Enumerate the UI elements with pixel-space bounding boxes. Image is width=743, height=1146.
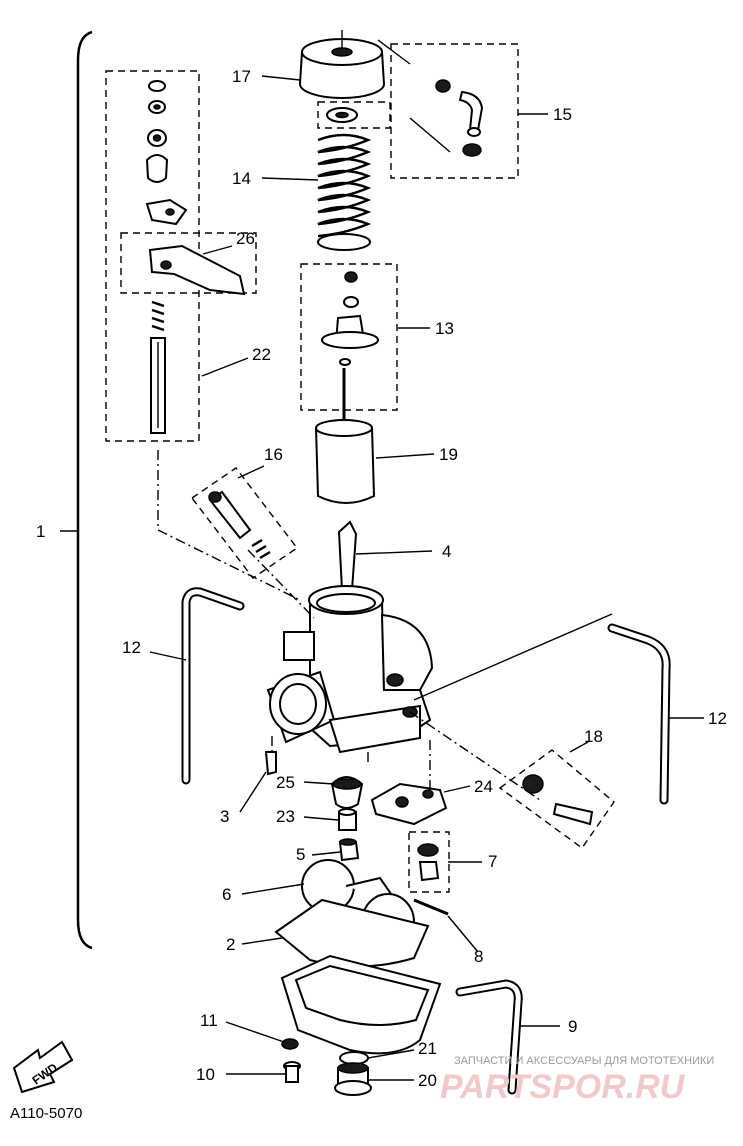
callout-6: 6 bbox=[222, 885, 231, 904]
callout-5: 5 bbox=[296, 845, 305, 864]
callout-17: 17 bbox=[232, 67, 251, 86]
callout-22: 22 bbox=[252, 345, 271, 364]
callout-13: 13 bbox=[435, 319, 454, 338]
diagram-code: A110-5070 bbox=[10, 1105, 82, 1122]
forward-arrow-icon: FWD bbox=[12, 1040, 74, 1094]
oring-part-21 bbox=[339, 1051, 369, 1065]
lever-part-26 bbox=[148, 244, 246, 296]
tube-part-12-left bbox=[181, 587, 245, 785]
callout-26: 26 bbox=[236, 229, 255, 248]
callout-20: 20 bbox=[418, 1071, 437, 1090]
callout-2-upper: 2 bbox=[226, 935, 235, 954]
seal-ring bbox=[326, 107, 358, 123]
assembly-bracket bbox=[76, 30, 93, 950]
valve-seat-part-25 bbox=[330, 776, 364, 809]
needle-part-13 bbox=[321, 271, 379, 445]
align-line-a bbox=[157, 450, 301, 601]
callout-11: 11 bbox=[200, 1011, 218, 1030]
callout-10: 10 bbox=[196, 1065, 215, 1084]
group-box-16 bbox=[190, 467, 299, 579]
needle-jet-part-4 bbox=[337, 520, 358, 591]
tube-part-12-right bbox=[607, 623, 671, 805]
callout-23: 23 bbox=[276, 807, 295, 826]
callout-8: 8 bbox=[474, 947, 483, 966]
spring-part-14 bbox=[317, 133, 372, 251]
callout-3: 3 bbox=[220, 807, 229, 826]
float-bowl bbox=[280, 954, 442, 1055]
callout-14: 14 bbox=[232, 169, 251, 188]
callout-1: 1 bbox=[36, 522, 45, 541]
watermark-brand: PARTSPOR.RU bbox=[440, 1068, 686, 1106]
pin-part-8 bbox=[413, 898, 449, 916]
callout-leaders bbox=[60, 75, 704, 1081]
jet-part-7 bbox=[417, 843, 440, 882]
group-box-13 bbox=[300, 263, 398, 411]
callout-25: 25 bbox=[276, 773, 295, 792]
group-box-17-seal bbox=[317, 101, 391, 129]
screw-part-10 bbox=[283, 1061, 301, 1083]
jet-part-23 bbox=[338, 808, 357, 831]
callout-15: 15 bbox=[553, 105, 572, 124]
throttle-slide-part-19 bbox=[314, 419, 376, 504]
screw-part-3 bbox=[264, 751, 277, 776]
callout-18: 18 bbox=[584, 727, 603, 746]
watermark-tagline: ЗАПЧАСТИ И АКСЕССУАРЫ ДЛЯ МОТОТЕХНИКИ bbox=[454, 1055, 714, 1067]
callout-19: 19 bbox=[439, 445, 458, 464]
cap-part-17 bbox=[299, 30, 385, 99]
group-box-18 bbox=[498, 749, 615, 849]
align-line-b bbox=[247, 549, 315, 619]
align-line-15 bbox=[377, 39, 451, 153]
group-box-7 bbox=[408, 831, 450, 893]
throttle-stop-parts-22 bbox=[145, 80, 188, 434]
drain-plug-part-20 bbox=[334, 1062, 372, 1096]
callout-12-left: 12 bbox=[122, 638, 141, 657]
jet-part-5 bbox=[338, 838, 360, 862]
pilot-screw-part-16 bbox=[208, 490, 271, 560]
plate-part-24 bbox=[370, 782, 448, 826]
callout-7: 7 bbox=[488, 852, 497, 871]
elbow-fitting-part-15 bbox=[435, 79, 484, 157]
group-box-15 bbox=[390, 43, 519, 179]
callout-12-right: 12 bbox=[708, 709, 727, 728]
callout-24: 24 bbox=[474, 777, 493, 796]
callout-4: 4 bbox=[442, 542, 451, 561]
callout-21: 21 bbox=[418, 1039, 437, 1058]
callout-16: 16 bbox=[264, 445, 283, 464]
align-line-d bbox=[413, 613, 613, 701]
carburetor-body bbox=[266, 585, 434, 754]
screw-part-18 bbox=[522, 774, 594, 826]
fwd-label: FWD bbox=[30, 1060, 61, 1087]
group-box-26 bbox=[120, 232, 257, 294]
hose-part-9 bbox=[455, 979, 523, 1095]
callout-9: 9 bbox=[568, 1017, 577, 1036]
align-line-c bbox=[409, 711, 541, 801]
washer-part-11 bbox=[281, 1038, 299, 1050]
